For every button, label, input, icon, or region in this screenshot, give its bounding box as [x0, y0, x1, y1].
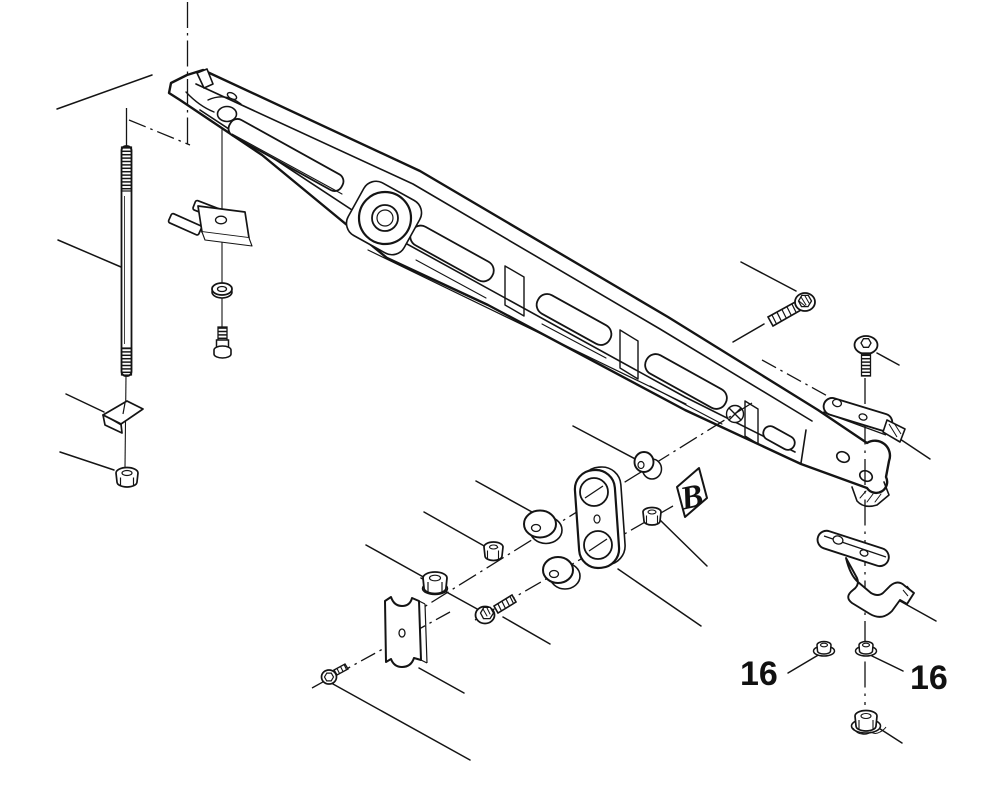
beam-bottom-inner-line [199, 109, 796, 453]
callout-16-left: 16 [740, 655, 778, 693]
ring-boss [345, 180, 423, 256]
top-face-hole [226, 91, 238, 101]
flange-nut-right [854, 640, 878, 657]
lower-left-bolt [320, 663, 349, 685]
small-vertical-bolt [213, 326, 232, 359]
flange-nut-left [812, 640, 836, 657]
clevis-inner-edge [185, 91, 215, 113]
bushing-small [633, 451, 663, 480]
center-bolt [474, 593, 518, 625]
top-right-bolt [766, 292, 816, 328]
beam-ribs [504, 265, 759, 445]
bushing-left [523, 509, 563, 545]
beam-top-face-line [195, 83, 813, 422]
threaded-rod [120, 145, 133, 377]
z-bracket-plate [816, 529, 890, 568]
small-nut-left [483, 541, 504, 562]
button-head-bolt [853, 335, 879, 377]
small-nut-right [642, 506, 662, 526]
callout-16-right: 16 [910, 659, 948, 697]
flange-nut-bottom [850, 709, 887, 735]
small-washer [211, 282, 233, 299]
z-bracket [816, 529, 915, 618]
z-bracket-hole-center [859, 549, 869, 557]
foot-plate [800, 429, 890, 508]
centerline-rod-diagonal [128, 119, 191, 146]
foot-flange [851, 481, 890, 508]
bushing-lower [542, 556, 581, 590]
strap-hole-center [858, 413, 868, 421]
saddle-plate [384, 596, 428, 668]
label-part-b: B [676, 467, 708, 518]
beam-slots [227, 118, 796, 451]
leader-lines [56, 74, 937, 761]
saddle-plate-hole [398, 628, 406, 638]
strap-bracket [822, 397, 906, 443]
beam-body [167, 68, 892, 495]
rod-clip [102, 400, 144, 434]
link-plate-hole-center [593, 514, 601, 524]
z-bracket-hook [845, 557, 915, 618]
beam-bottom-flange-line [367, 249, 687, 405]
rod-hex-nut [115, 466, 139, 488]
strap-tab [882, 419, 906, 443]
axis-lower-bolt [311, 611, 451, 689]
z-bracket-hole-left [832, 535, 844, 545]
beam-arm [167, 68, 892, 508]
bracket-prong-lower [167, 212, 203, 236]
clevis-pin-boss [216, 105, 238, 123]
bracket-hole [214, 215, 228, 225]
hex-nut-left [421, 571, 449, 596]
clevis-notch [196, 68, 214, 89]
mount-bracket [167, 199, 253, 247]
clevis-pocket-line [207, 96, 242, 105]
web-threaded-hole [725, 404, 745, 424]
axis-bolt-to-strap [761, 359, 843, 405]
strap-hole-left [831, 398, 843, 408]
link-plate [573, 466, 626, 570]
